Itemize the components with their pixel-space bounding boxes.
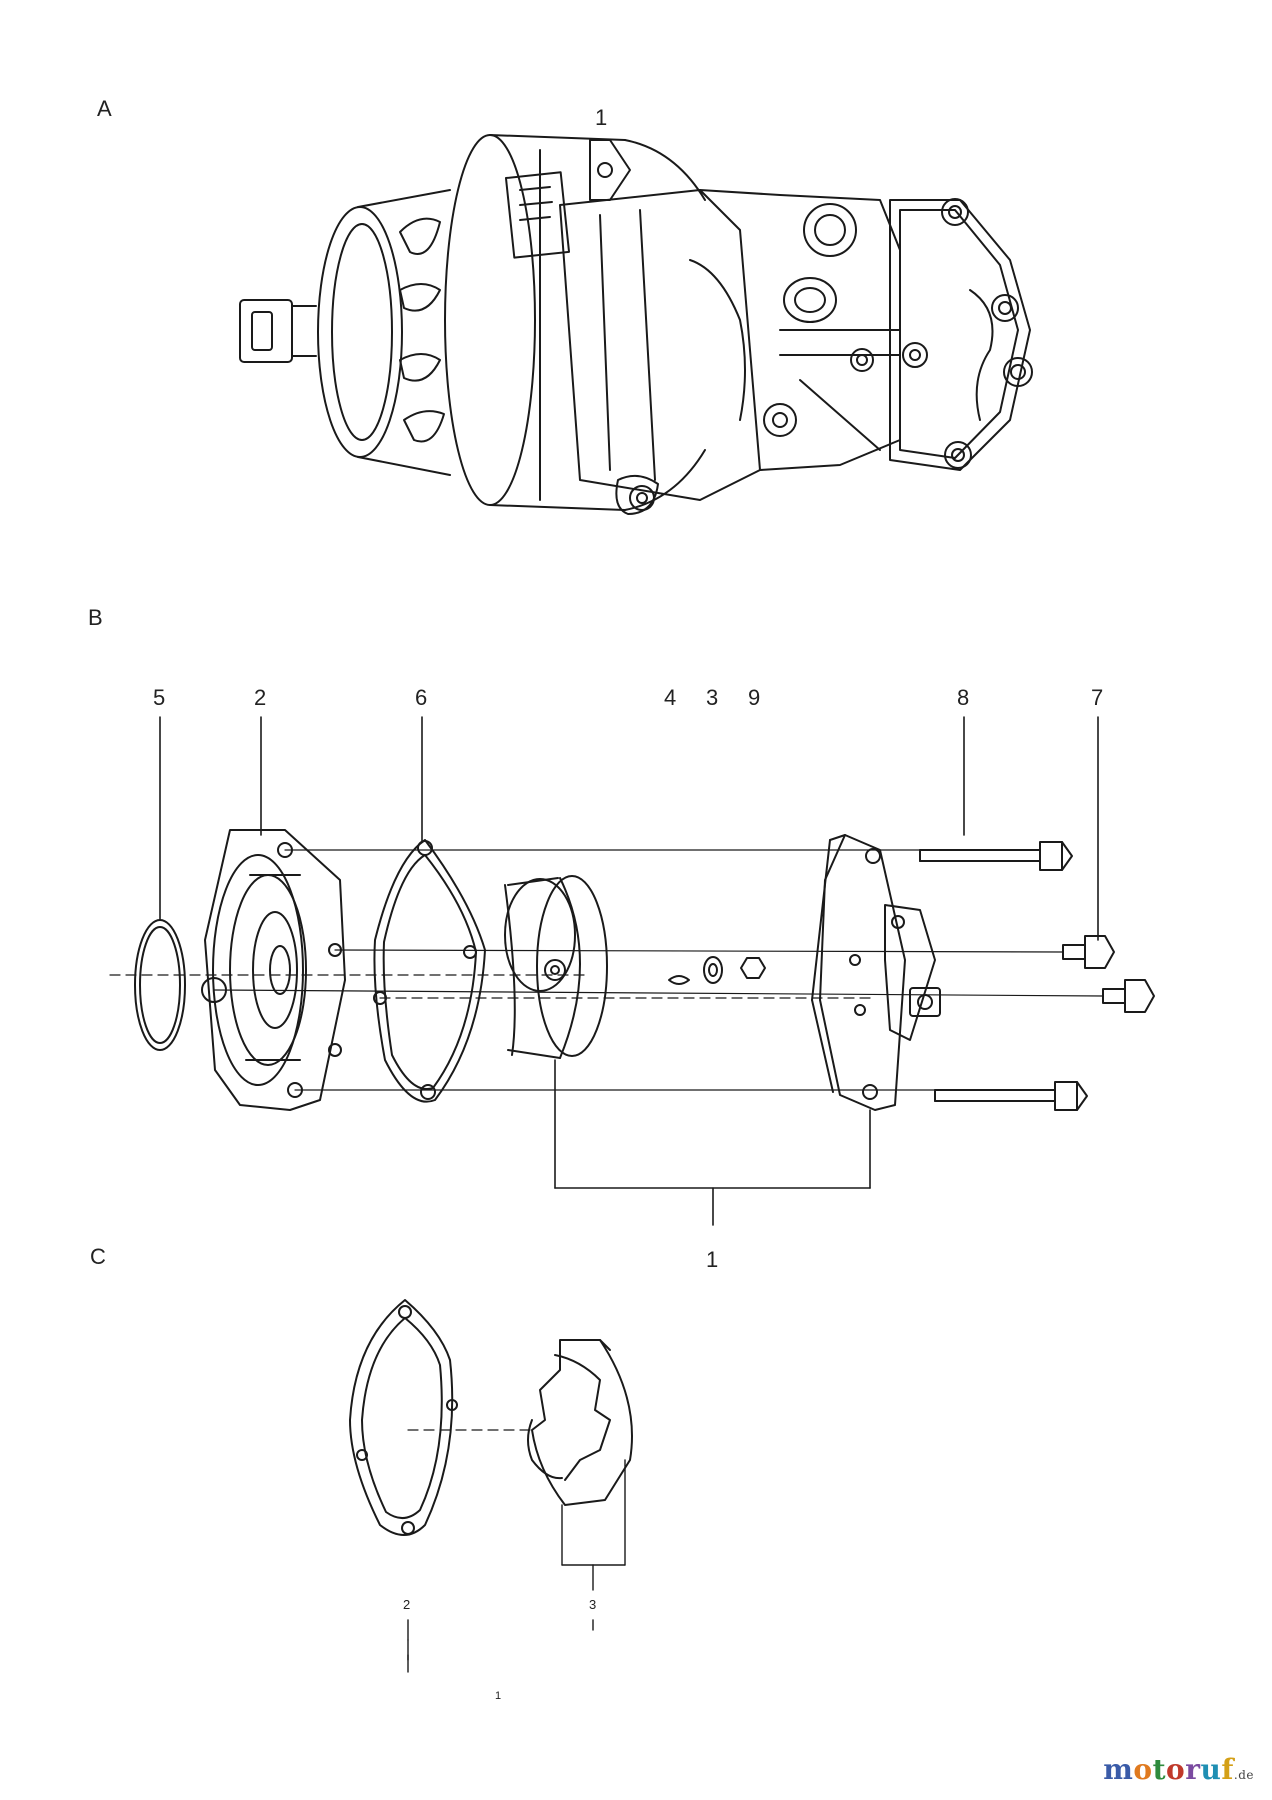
callout-b-9: 9 — [748, 685, 761, 710]
callout-b-7: 7 — [1091, 685, 1104, 710]
gasket — [373, 839, 486, 1103]
nut — [740, 957, 766, 979]
callout-b-8: 8 — [957, 685, 970, 710]
callout-leaders — [159, 716, 1099, 1226]
long-bolt-lower — [934, 1081, 1088, 1111]
callout-b-1: 1 — [706, 1247, 719, 1272]
detail-leaders — [407, 1459, 626, 1673]
short-bolt-lower — [1102, 979, 1155, 1013]
callout-c-1: 1 — [495, 1690, 502, 1702]
logo-letter: o — [1133, 1753, 1153, 1786]
watermark-logo: motoruf.de — [1103, 1753, 1254, 1786]
short-bolt-upper — [1062, 935, 1115, 969]
logo-letter: u — [1200, 1753, 1222, 1786]
detail-drawing — [349, 1299, 633, 1536]
o-ring — [134, 919, 186, 1051]
washer — [703, 956, 723, 984]
logo-letter: r — [1185, 1753, 1201, 1786]
logo-letter: o — [1166, 1753, 1186, 1786]
exploded-view-drawing — [134, 829, 1155, 1111]
callout-a-1: 1 — [595, 105, 608, 130]
callout-b-5: 5 — [153, 685, 166, 710]
long-bolt-upper — [919, 841, 1073, 871]
housing — [201, 829, 346, 1111]
callout-b-2: 2 — [254, 685, 267, 710]
callout-c-3: 3 — [589, 1597, 597, 1612]
logo-letter: m — [1103, 1753, 1134, 1786]
logo-letter: f — [1221, 1753, 1234, 1786]
section-label-b: B — [88, 605, 103, 630]
callout-b-4: 4 — [664, 685, 677, 710]
end-plate — [811, 834, 941, 1111]
logo-letter: t — [1152, 1753, 1167, 1786]
callout-c-2: 2 — [403, 1597, 411, 1612]
logo-text: motoruf — [1103, 1753, 1234, 1786]
alignment-lines — [109, 849, 1104, 1091]
section-label-a: A — [97, 96, 112, 121]
assembled-motor-drawing — [239, 134, 1033, 515]
section-label-c: C — [90, 1244, 106, 1269]
cup-plate — [504, 875, 608, 1059]
callout-b-3: 3 — [706, 685, 719, 710]
key — [668, 975, 690, 985]
logo-suffix: .de — [1233, 1768, 1254, 1782]
callout-b-6: 6 — [415, 685, 428, 710]
